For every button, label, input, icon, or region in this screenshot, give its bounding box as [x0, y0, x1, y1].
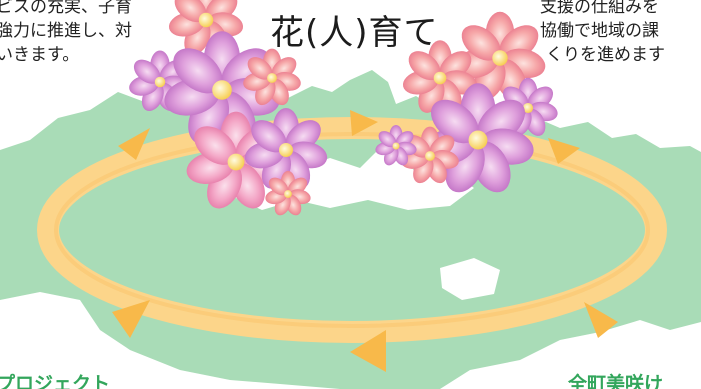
flower-icon: [418, 83, 538, 199]
map-cutout-spot: [440, 258, 500, 300]
bottom-label-right: 全町美咲け: [568, 373, 664, 389]
flower-icon: [166, 0, 246, 60]
flower-icon: [496, 77, 560, 140]
flower-icon: [241, 48, 303, 109]
left-text-line-1: ビスの充実、子育: [0, 0, 132, 17]
flower-icon: [399, 126, 461, 187]
flower-icon: [400, 40, 480, 118]
flower-icon: [127, 50, 193, 115]
flower-icon: [374, 125, 418, 168]
flower-icon: [183, 111, 289, 215]
arrow-head-top-middle: [350, 110, 378, 136]
right-text-line-3: くりを進めます: [546, 45, 665, 65]
arrow-head-bottom-middle: [350, 330, 386, 372]
right-text-line-1: 支援の仕組みを: [540, 0, 659, 17]
right-text-line-2: 協働で地域の課: [540, 21, 659, 41]
arrow-head-bottom-right: [584, 302, 618, 338]
flower-icon: [263, 170, 313, 218]
map-cutout-right: [440, 320, 701, 389]
bottom-label-left: プロジェクト: [0, 373, 111, 389]
map-cutout-lower: [0, 292, 340, 389]
flower-icon: [160, 31, 284, 151]
flower-icon: [242, 108, 330, 194]
left-text-line-2: 強力に推進し、対: [0, 21, 132, 41]
page-title: 花(人)育て: [270, 13, 439, 53]
left-text-line-3: いきます。: [0, 45, 80, 65]
arrow-head-top-left: [118, 128, 150, 160]
flower-icon: [451, 11, 549, 106]
arrow-head-top-right: [548, 138, 580, 164]
arrow-head-bottom-left: [112, 300, 150, 338]
